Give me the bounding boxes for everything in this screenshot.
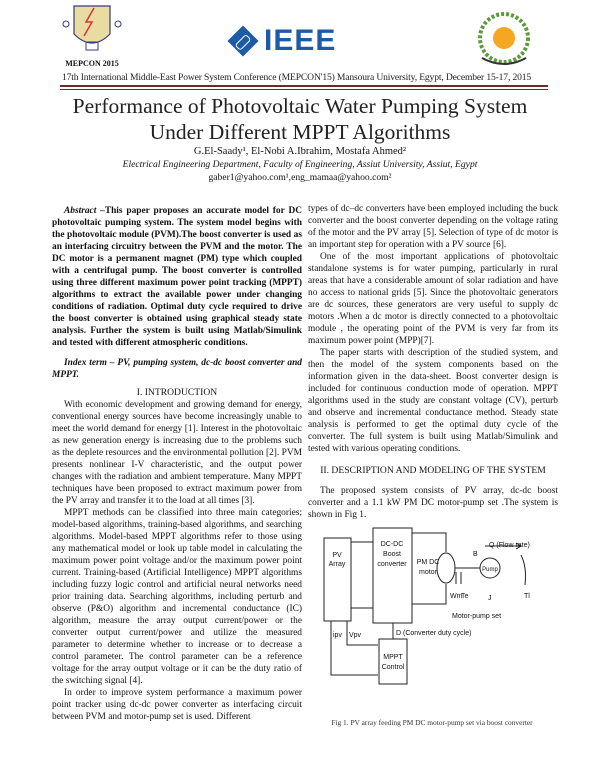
pv-array-block: [323, 537, 352, 622]
flow-label: Q (Flow rate): [489, 542, 530, 549]
b-label: B: [473, 551, 478, 558]
authors: G.El-Saady¹, El-Nobi A.Ibrahim, Mostafa …: [193, 146, 407, 157]
pv-label: PV: [332, 552, 342, 559]
pump-symbol: [479, 557, 501, 579]
tl-label: Tl: [524, 593, 530, 600]
motor-symbol: [436, 552, 456, 584]
abstract-text: –This paper proposes an accurate model f…: [52, 206, 302, 348]
paragraph: With economic development and growing de…: [52, 400, 302, 506]
paragraph: One of the most important applications o…: [308, 252, 558, 346]
paper-title: Performance of Photovoltaic Water Pumpin…: [40, 93, 560, 145]
duty-label: D (Converter duty cycle): [396, 630, 471, 637]
boost-label: Boost: [383, 551, 401, 558]
mppt-control-block: [378, 638, 408, 685]
vpv-label: Vpv: [349, 632, 362, 639]
paragraph: The paper starts with description of the…: [308, 348, 558, 454]
right-column: types of dc–dc converters have been empl…: [308, 203, 558, 521]
index-terms: Index term – PV, pumping system, dc-dc b…: [52, 358, 302, 380]
assiut-university-logo: [478, 12, 530, 65]
te-label: Te: [461, 593, 469, 600]
mppt-label: MPPT: [383, 654, 403, 661]
pump-label: Pump: [482, 567, 498, 573]
pv-label: Array: [329, 561, 346, 568]
paragraph: In order to improve system performance a…: [52, 688, 302, 722]
sensor-wires: [330, 621, 378, 676]
paragraph: types of dc–dc converters have been empl…: [308, 204, 558, 250]
ieee-diamond-icon: [227, 25, 259, 57]
wm-label: Wm: [450, 593, 463, 600]
abstract-label: Abstract: [64, 206, 97, 216]
svg-text:MEPCON 2015: MEPCON 2015: [65, 59, 119, 68]
motor-label: motor: [419, 569, 438, 576]
wires: [351, 532, 447, 609]
affiliation: Electrical Engineering Department, Facul…: [122, 159, 478, 170]
ieee-logo: IEEE: [227, 24, 336, 58]
paragraph: MPPT methods can be classified into thre…: [52, 508, 302, 686]
paragraph: The proposed system consists of PV array…: [308, 486, 558, 520]
conference-line: 17th International Middle-East Power Sys…: [62, 72, 532, 83]
mepcon-logo: MEPCON 2015: [62, 5, 122, 68]
tl-arrow: [520, 554, 526, 586]
left-column: Abstract –This paper proposes an accurat…: [52, 205, 302, 723]
j-label: J: [488, 595, 492, 602]
mppt-label: Control: [382, 664, 405, 671]
title-line: Under Different MPPT Algorithms: [149, 120, 451, 144]
boost-label: converter: [377, 561, 407, 568]
emails: gaber1@yahoo.com¹,eng_mamaa@yahoo.com²: [208, 172, 392, 183]
motor-pump-set-label: Motor-pump set: [452, 613, 501, 620]
section-heading: I. INTRODUCTION: [136, 387, 218, 398]
system-diagram: PV Array DC-DC Boost converter PM DC mot…: [323, 527, 530, 685]
ipv-label: ipv: [333, 632, 342, 639]
header-rule: [60, 85, 548, 87]
motor-label: PM DC: [417, 559, 440, 566]
abstract: Abstract –This paper proposes an accurat…: [52, 205, 302, 349]
boost-label: DC-DC: [381, 541, 404, 548]
header-rule: [60, 89, 548, 90]
section-heading: II. DESCRIPTION AND MODELING OF THE SYST…: [320, 465, 546, 476]
title-line: Performance of Photovoltaic Water Pumpin…: [72, 94, 528, 118]
figure-caption: Fig 1. PV array feeding PM DC motor-pump…: [331, 718, 533, 727]
